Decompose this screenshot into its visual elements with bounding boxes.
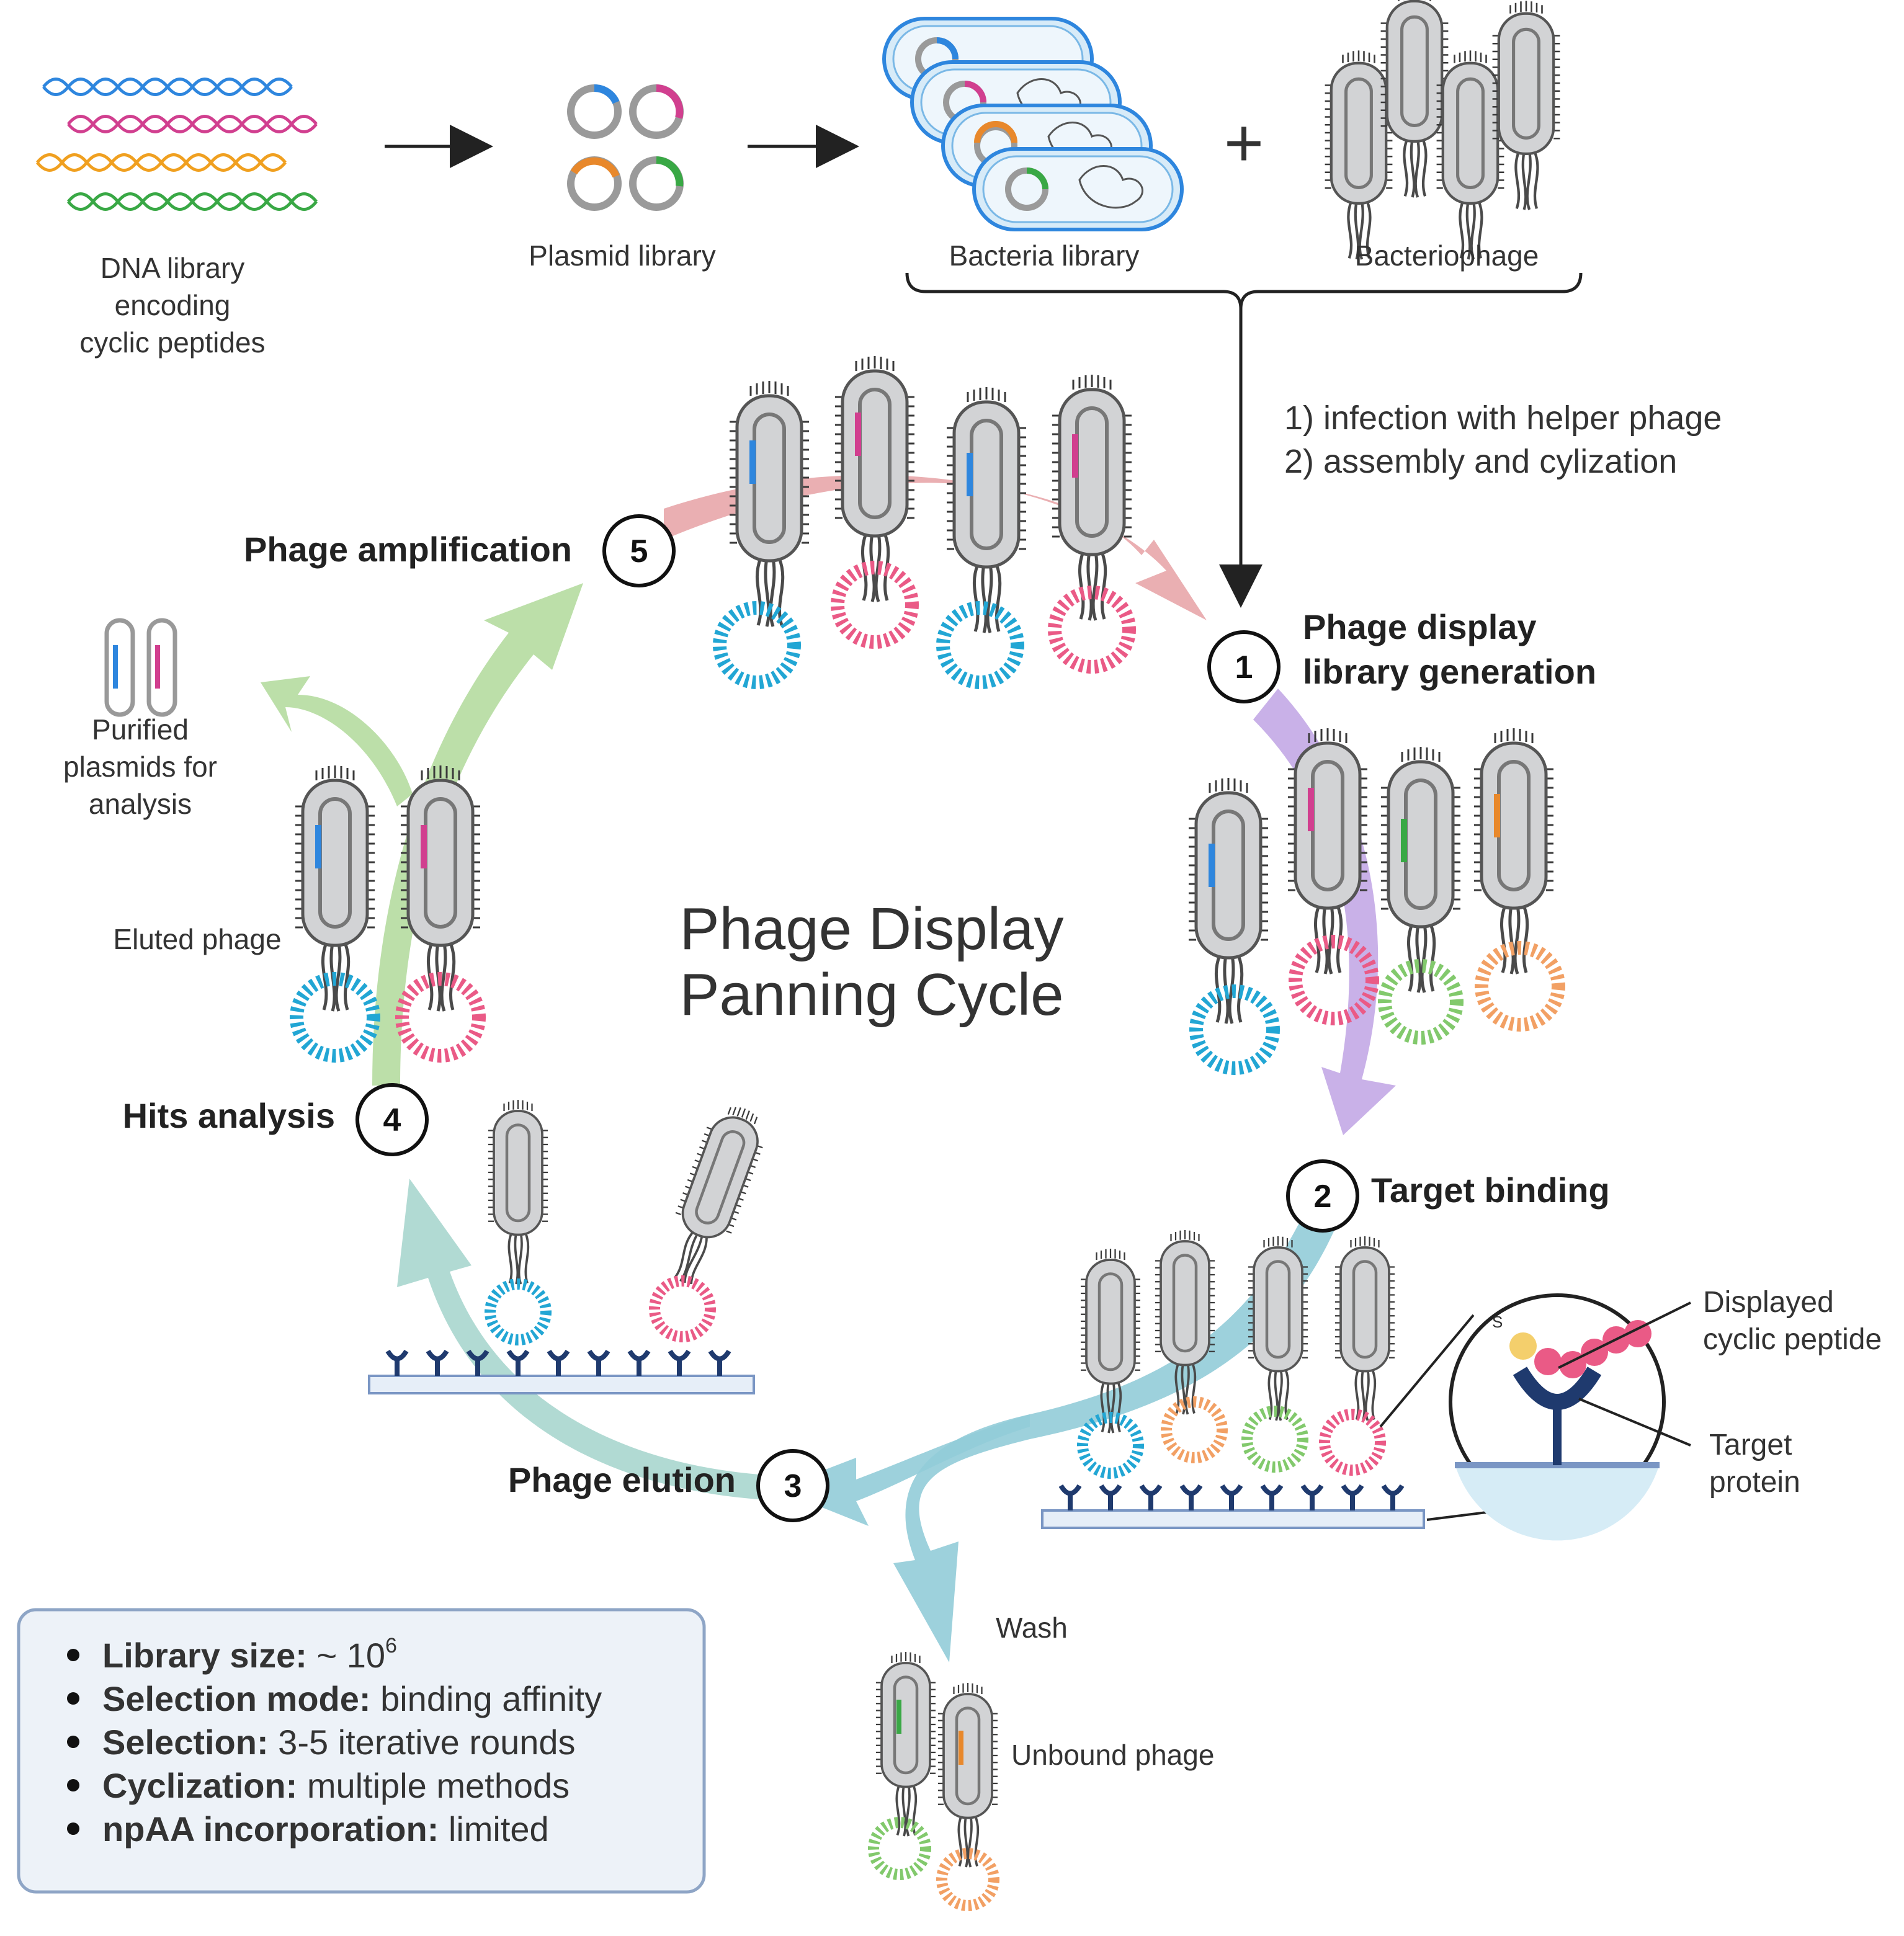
dna-library-label-3: cyclic peptides	[79, 326, 265, 359]
info-item: Cyclization: multiple methods	[67, 1766, 570, 1805]
library-phage-group	[1189, 728, 1565, 1075]
step-2-number: 2	[1314, 1179, 1332, 1215]
wash-label: Wash	[996, 1612, 1068, 1644]
step-3-marker: 3	[756, 1449, 829, 1522]
arrow-to-phage-elution	[775, 1414, 1030, 1526]
infection-step-1: 1) infection with helper phage	[1284, 399, 1722, 437]
svg-text:Selection mode: binding affini: Selection mode: binding affinity	[102, 1679, 602, 1718]
info-superscript: 6	[385, 1634, 397, 1657]
page-title-line-2: Panning Cycle	[679, 961, 1063, 1028]
step-4-label: Hits analysis	[123, 1096, 335, 1135]
svg-text:Selection: 3-5 iterative round: Selection: 3-5 iterative rounds	[102, 1723, 576, 1762]
step-5-marker: 5	[602, 514, 676, 587]
info-item: Selection: 3-5 iterative rounds	[67, 1723, 576, 1762]
pointer-target	[1578, 1398, 1691, 1447]
page-title-line-1: Phage Display	[679, 896, 1063, 962]
step-1-number: 1	[1235, 649, 1253, 685]
zoom-line-top	[1379, 1314, 1475, 1428]
bacteriophage-icon	[1325, 0, 1560, 259]
step-2-label: Target binding	[1371, 1171, 1610, 1210]
info-item: Library size: ~ 106	[67, 1634, 397, 1675]
unbound-phage-label: Unbound phage	[1011, 1739, 1214, 1771]
purified-plasmids-label-3: analysis	[89, 788, 192, 820]
step-1-marker: 1	[1207, 630, 1281, 703]
step-1-label-2: library generation	[1303, 652, 1596, 691]
bacteriophage-label: Bacteriophage	[1355, 239, 1539, 272]
purified-plasmids-label-1: Purified	[92, 713, 189, 746]
displayed-peptide-label-1: Displayed	[1703, 1286, 1834, 1319]
dna-library-icon	[36, 78, 318, 211]
infection-step-2: 2) assembly and cylization	[1284, 443, 1677, 480]
plus-sign: +	[1224, 105, 1264, 181]
info-term: Library size:	[102, 1636, 307, 1675]
dna-library-label-2: encoding	[115, 289, 231, 321]
svg-text:Library size: ~ 106: Library size: ~ 106	[102, 1634, 397, 1675]
svg-text:npAA incorporation: limited: npAA incorporation: limited	[102, 1809, 549, 1849]
target-protein-label-2: protein	[1709, 1466, 1800, 1499]
bacteria-library-label: Bacteria library	[949, 239, 1140, 272]
bound-phage-group	[1041, 1230, 1425, 1529]
info-item: npAA incorporation: limited	[67, 1809, 549, 1849]
amplified-phage-group	[713, 356, 1136, 689]
displayed-peptide-label-2: cyclic peptide	[1703, 1323, 1882, 1356]
bacteria-library-icon	[882, 17, 1184, 231]
svg-text:S: S	[1492, 1313, 1503, 1331]
info-value: binding affinity	[371, 1679, 602, 1718]
info-term: Selection:	[102, 1723, 269, 1762]
info-value: limited	[439, 1809, 548, 1849]
unbound-phage-group	[868, 1652, 999, 1911]
info-value: multiple methods	[297, 1766, 570, 1805]
info-value: ~ 10	[307, 1636, 385, 1675]
step-1-label-1: Phage display	[1303, 607, 1537, 646]
pointer-peptide	[1558, 1301, 1691, 1369]
zoom-inset: S	[1449, 1293, 1666, 1541]
step-4-marker: 4	[355, 1083, 429, 1156]
svg-text:Cyclization: multiple methods: Cyclization: multiple methods	[102, 1766, 570, 1805]
info-term: Selection mode:	[102, 1679, 371, 1718]
info-term: npAA incorporation:	[102, 1809, 439, 1849]
dna-library-label-1: DNA library	[101, 252, 245, 284]
step-5-label: Phage amplification	[244, 530, 572, 569]
info-value: 3-5 iterative rounds	[269, 1723, 576, 1762]
step-3-label: Phage elution	[508, 1460, 736, 1499]
target-protein-label-1: Target	[1709, 1429, 1792, 1461]
plasmid-library-label: Plasmid library	[529, 239, 716, 272]
step-2-marker: 2	[1286, 1159, 1359, 1233]
arrow-1-to-2	[1253, 689, 1396, 1135]
arrow-4-to-plasmids	[261, 676, 413, 806]
plasmid-library-icon	[567, 84, 684, 211]
arrow-2-to-3-and-wash	[893, 1216, 1334, 1662]
eluted-phage-label: Eluted phage	[113, 923, 281, 955]
info-term: Cyclization:	[102, 1766, 297, 1805]
brace	[905, 272, 1583, 310]
info-box: Library size: ~ 106 Selection mode: bind…	[17, 1608, 706, 1894]
arrow-3-to-4	[397, 1179, 807, 1501]
purified-plasmids-label-2: plasmids for	[63, 751, 217, 783]
info-item: Selection mode: binding affinity	[67, 1679, 602, 1718]
eluted-phage-group	[290, 765, 486, 1063]
step-4-number: 4	[383, 1102, 401, 1138]
purified-plasmids-icon	[104, 618, 177, 717]
elution-surface	[368, 1099, 773, 1394]
step-3-number: 3	[784, 1468, 802, 1504]
step-5-number: 5	[630, 533, 648, 569]
